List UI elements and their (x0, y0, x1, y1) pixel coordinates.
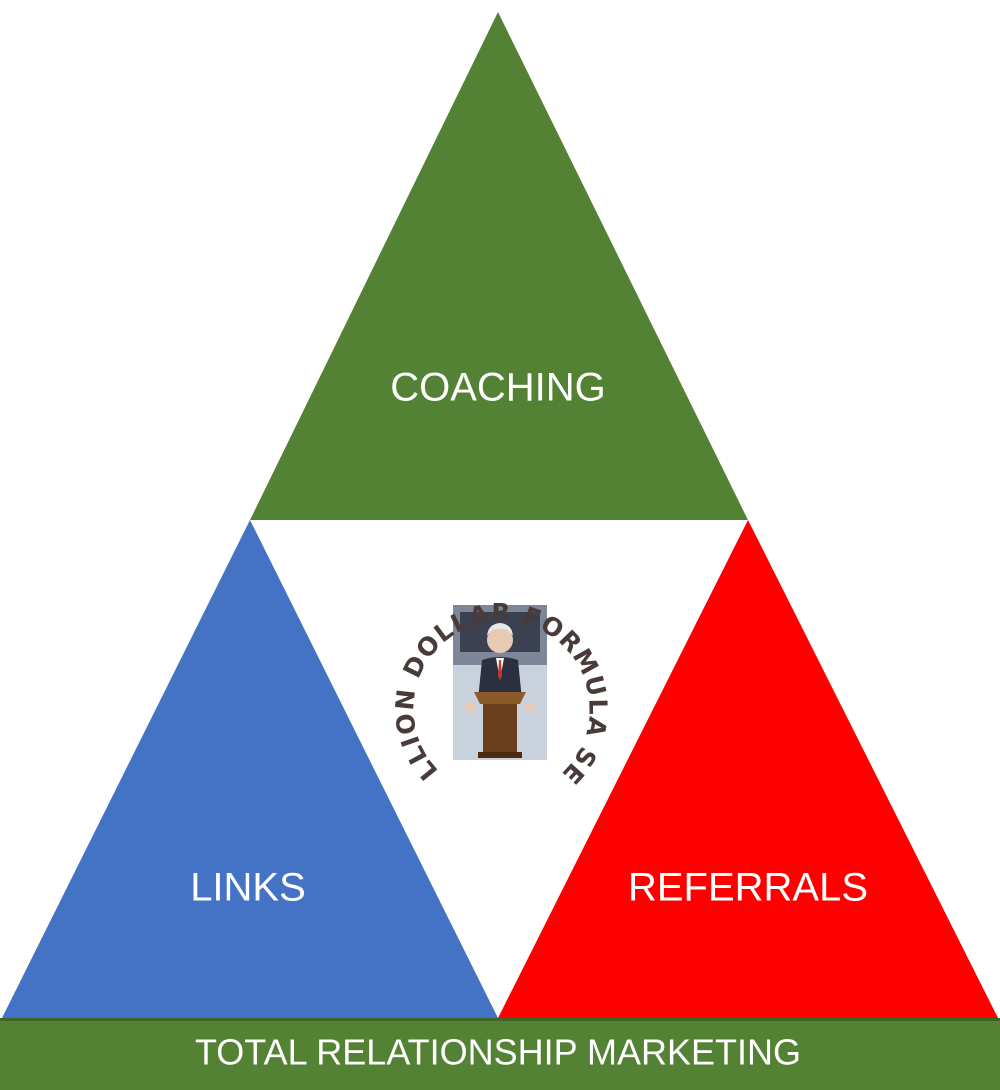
base-bar-label: TOTAL RELATIONSHIP MARKETING (195, 1032, 801, 1073)
links-label: LINKS (190, 866, 306, 910)
coaching-triangle (250, 12, 748, 520)
referrals-label: REFERRALS (628, 866, 868, 910)
speaker-illustration (453, 605, 547, 760)
referrals-triangle (498, 520, 998, 1018)
base-bar (0, 1018, 1000, 1090)
links-triangle (2, 520, 498, 1018)
coaching-label: COACHING (390, 366, 606, 410)
